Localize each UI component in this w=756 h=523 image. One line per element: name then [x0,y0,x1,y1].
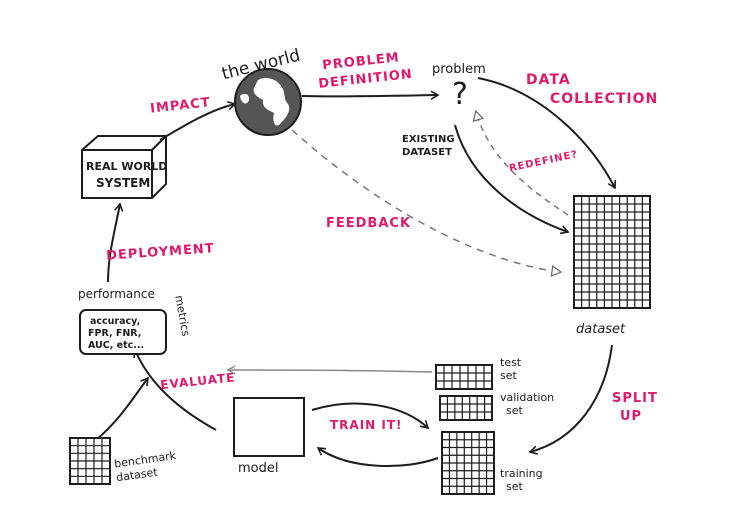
problem-question-mark: ? [452,77,468,112]
validation-set-line2: set [506,404,523,417]
metrics-box-line3: AUC, etc... [88,340,144,351]
test-set-grid [435,364,493,390]
training-set-grid [441,431,495,495]
evaluate-label: EVALUATE [160,370,236,392]
real-world-system-line1: REAL WORLD [86,160,167,173]
dataset-grid [573,195,651,309]
problem-definition-arrow [301,90,440,100]
data-collection-line2: COLLECTION [550,91,658,107]
redefine-arrow [476,112,569,216]
dataset-label: dataset [576,322,626,337]
model-label: model [238,461,278,476]
performance-label: performance [78,287,155,301]
existing-dataset-line2: DATASET [402,147,452,158]
split-up-arrow [528,344,613,455]
existing-dataset-line1: EXISTING [402,134,455,145]
split-up-line2: UP [620,409,642,424]
metrics-box-line1: accuracy, [90,316,140,327]
existing-dataset-arrow [454,124,570,235]
feedback-label: FEEDBACK [326,216,411,231]
data-collection-line1: DATA [526,72,571,88]
training-set-line2: set [506,480,523,493]
feedback-arrow [291,129,560,272]
benchmark-dataset-grid [69,437,111,485]
redefine-label: REDEFINE? [508,149,579,174]
train-it-arrow-top [311,402,430,430]
benchmark-evaluate-arrow [95,376,149,441]
impact-arrow [159,100,237,141]
impact-label: IMPACT [150,95,212,116]
train-it-label: TRAIN IT! [330,418,403,432]
training-set-line1: training [500,467,543,480]
model-evaluate-arrow [133,348,217,431]
deployment-arrow [107,202,124,283]
benchmark-line2: dataset [115,466,159,485]
globe-icon [234,68,302,136]
problem-label: problem [432,62,486,77]
data-collection-arrow [477,77,617,190]
validation-set-line1: validation [500,391,554,404]
train-it-arrow-bottom [316,447,439,468]
test-set-line1: test [500,356,522,369]
model-box [233,397,305,457]
test-set-line2: set [500,369,517,382]
real-world-system-line2: SYSTEM [96,176,150,190]
deployment-label: DEPLOYMENT [106,241,215,264]
metrics-box [79,309,167,355]
split-up-line1: SPLIT [612,391,658,406]
metrics-box-line2: FPR, FNR, [88,328,141,339]
test-evaluate-arrow [226,365,433,375]
metrics-label: metrics [172,294,192,337]
validation-set-grid [439,395,493,421]
